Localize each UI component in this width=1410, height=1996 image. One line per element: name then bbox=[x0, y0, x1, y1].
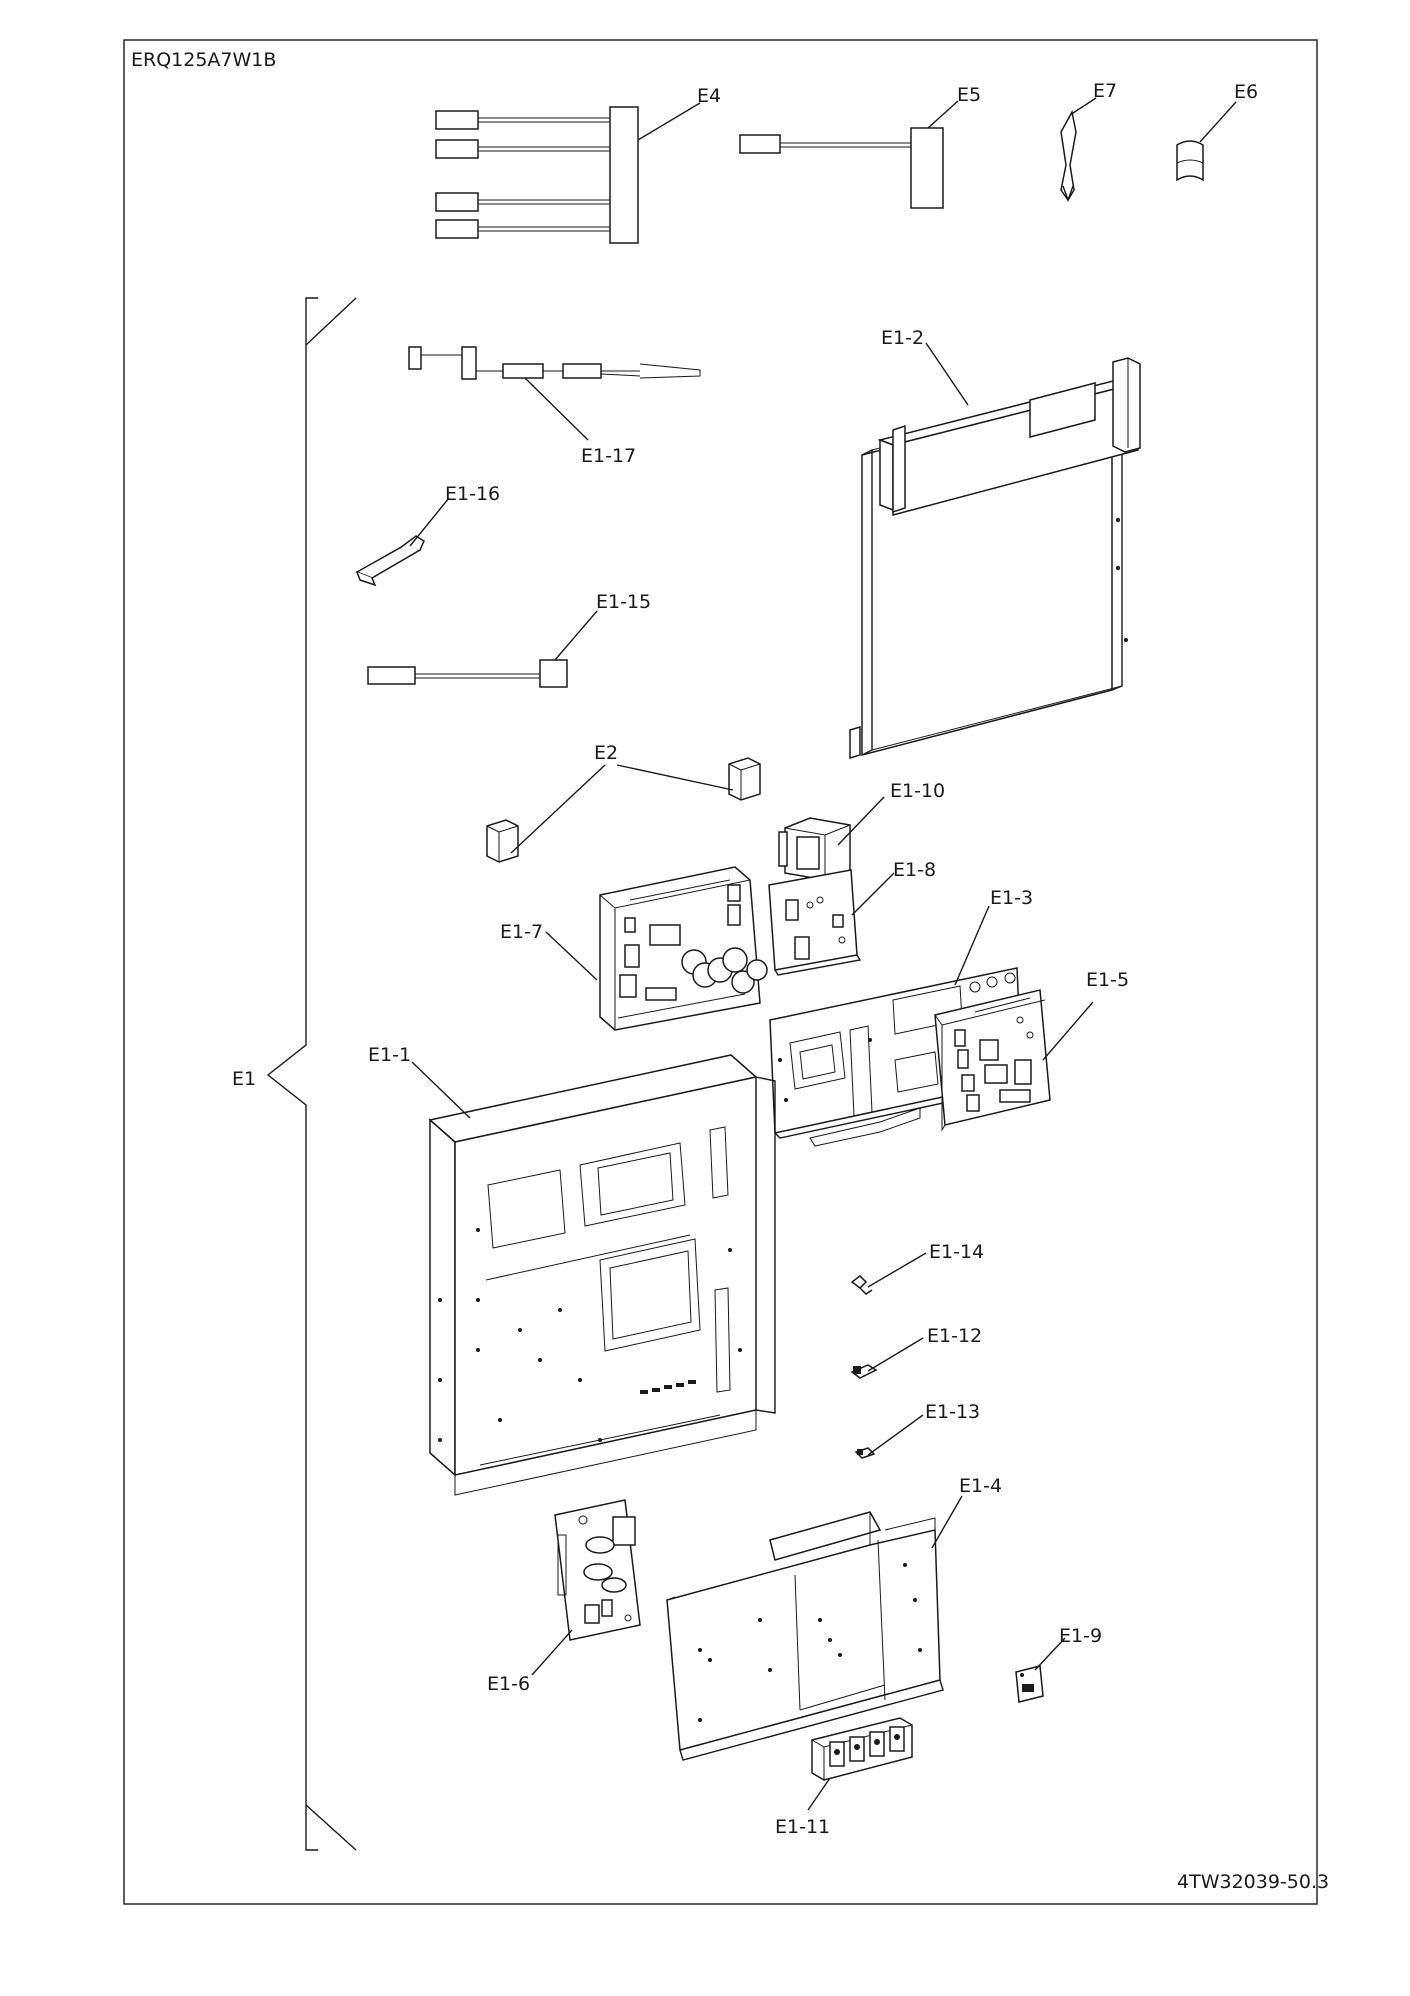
callout-e1-14: E1-14 bbox=[929, 1241, 984, 1263]
part-e1-7-pcb bbox=[599, 866, 768, 1031]
callout-e2: E2 bbox=[594, 742, 618, 764]
callout-e1-11: E1-11 bbox=[775, 1816, 830, 1838]
part-e6-fuse bbox=[1176, 140, 1204, 182]
callout-e1-9: E1-9 bbox=[1059, 1625, 1102, 1647]
callout-e1-17: E1-17 bbox=[581, 445, 636, 467]
callout-e1-1: E1-1 bbox=[368, 1044, 411, 1066]
model-number: ERQ125A7W1B bbox=[131, 49, 276, 71]
group-brace-e1 bbox=[266, 297, 318, 1851]
drawing-number: 4TW32039-50.3 bbox=[1177, 1871, 1329, 1893]
callout-e7: E7 bbox=[1093, 80, 1117, 102]
part-e1-15-sensor bbox=[367, 659, 568, 688]
callout-e1-5: E1-5 bbox=[1086, 969, 1129, 991]
part-e1-9-pcb bbox=[1015, 1665, 1044, 1703]
part-e1-6-pcb bbox=[554, 1499, 641, 1641]
part-e1-2-cover bbox=[849, 357, 1141, 760]
vent-slots bbox=[640, 1380, 696, 1394]
callout-e5: E5 bbox=[957, 84, 981, 106]
part-e1-10-transformer bbox=[778, 817, 851, 881]
part-e1-5-pcb bbox=[934, 989, 1051, 1132]
callout-e1-2: E1-2 bbox=[881, 327, 924, 349]
callout-e1-8: E1-8 bbox=[893, 859, 936, 881]
part-e1-14 bbox=[850, 1275, 873, 1295]
callout-e1-10: E1-10 bbox=[890, 780, 945, 802]
callout-e1-4: E1-4 bbox=[959, 1475, 1002, 1497]
group-label-e1: E1 bbox=[232, 1068, 256, 1090]
part-e1-11-terminal bbox=[811, 1717, 913, 1781]
part-e1-17-harness bbox=[408, 346, 701, 380]
part-e1-12 bbox=[850, 1364, 878, 1379]
callout-e1-12: E1-12 bbox=[927, 1325, 982, 1347]
part-e1-1-switchbox bbox=[428, 1054, 776, 1496]
part-e7-clip bbox=[1060, 109, 1077, 203]
callout-e1-6: E1-6 bbox=[487, 1673, 530, 1695]
callout-e6: E6 bbox=[1234, 81, 1258, 103]
callout-e1-13: E1-13 bbox=[925, 1401, 980, 1423]
callout-e1-3: E1-3 bbox=[990, 887, 1033, 909]
callout-e1-16: E1-16 bbox=[445, 483, 500, 505]
part-e1-13 bbox=[854, 1447, 876, 1459]
part-e4-harness bbox=[435, 106, 639, 244]
callout-e1-15: E1-15 bbox=[596, 591, 651, 613]
drawing-frame bbox=[123, 39, 1318, 1905]
part-e5-sensor bbox=[739, 127, 944, 209]
part-e1-16-terminal bbox=[355, 535, 425, 587]
callout-e4: E4 bbox=[697, 85, 721, 107]
part-e2-blocks bbox=[486, 757, 761, 863]
part-e1-8-pcb bbox=[768, 869, 862, 976]
callout-e1-7: E1-7 bbox=[500, 921, 543, 943]
part-e1-4-plate bbox=[666, 1511, 944, 1761]
